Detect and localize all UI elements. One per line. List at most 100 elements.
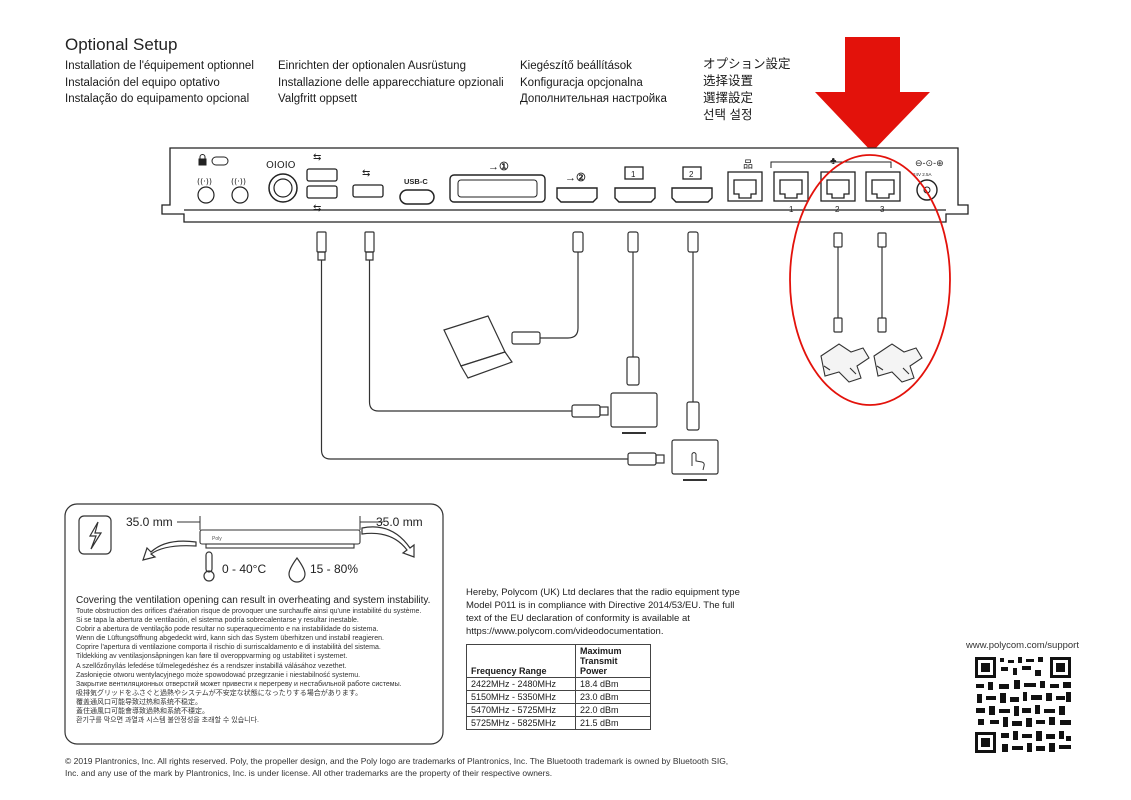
translation-hu: Kiegészítő beállítások: [520, 60, 632, 72]
table-mic-1-icon: [820, 343, 870, 383]
svg-text:2: 2: [689, 170, 694, 179]
footer: © 2019 Plantronics, Inc. All rights rese…: [65, 755, 728, 779]
translation-fr: Installation de l'équipement optionnel: [65, 60, 254, 72]
lan-label-2: 2: [835, 205, 840, 214]
translation-no: Valgfritt oppsett: [278, 93, 358, 105]
highlight-arrow-icon: [815, 37, 930, 152]
device-side-view: [199, 529, 361, 549]
audio-in-icon: ((·)): [231, 177, 246, 186]
airflow-out-icon: [142, 540, 197, 561]
audio-in-jack: [231, 186, 249, 204]
warning-ja: 吸排気グリッドをふさぐと過熱やシステムが不安定な状態になったりする場合があります…: [76, 689, 363, 697]
header-power: Maximum Transmit Power: [575, 644, 651, 678]
humidity-range: 15 - 80%: [310, 562, 358, 576]
hdmi-cable-laptop: [511, 231, 584, 345]
usb-port: [352, 184, 384, 198]
translation-zh-cn: 选择设置: [703, 74, 754, 88]
table-mic-2-icon: [873, 343, 923, 383]
table-row: 5470MHz - 5725MHz 22.0 dBm: [466, 703, 651, 717]
power-cell: 23.0 dBm: [575, 690, 651, 704]
power-port: [916, 179, 938, 201]
camera-port-icon: OIOIO: [266, 160, 296, 171]
warning-ru: Закрытие вентиляционных отверстий может …: [76, 680, 402, 688]
thermometer-icon: [203, 551, 215, 582]
right-clearance: 35.0 mm: [376, 515, 423, 529]
mic-cable-2: [877, 232, 887, 333]
warning-zh-cn: 覆盖通风口可能导致过热和系统不稳定。: [76, 698, 202, 706]
mic-port-3: [865, 171, 901, 202]
left-clearance: 35.0 mm: [126, 515, 173, 529]
table-header-row: Frequency Range Maximum Transmit Power: [466, 644, 651, 678]
monitor-2-icon: [682, 166, 702, 180]
ventilation-panel: [64, 503, 444, 745]
device-back-panel: [161, 147, 969, 223]
frequency-cell: 5150MHz - 5350MHz: [466, 690, 576, 704]
power-rating: 24V 2.5A: [913, 172, 932, 177]
touch-monitor-icon: [671, 439, 719, 481]
warning-ko: 환기구를 막으면 과열과 시스템 불안정성을 초래할 수 있습니다.: [76, 717, 259, 725]
warning-hu: A szellőzőnyílás lefedése túlmelegedéshe…: [76, 662, 347, 670]
hdmi-cable-monitor-2: [686, 231, 700, 431]
translation-pl: Konfiguracja opcjonalna: [520, 76, 643, 89]
table-row: 2422MHz - 2480MHz 18.4 dBm: [466, 677, 651, 691]
power-polarity-icon: ⊖-⊙-⊕: [915, 158, 944, 168]
usbc-label: USB-C: [404, 177, 428, 186]
camera-input-port: [449, 174, 546, 203]
hdmi-out-1-port: [614, 187, 656, 203]
warning-no: Tildekking av ventilasjonsåpningen kan f…: [76, 653, 348, 661]
declaration-line-3: text of the EU declaration of conformity…: [466, 613, 690, 624]
heat-warning-icon: [78, 515, 112, 555]
mic-cable-1: [833, 232, 843, 333]
translation-ru: Дополнительная настройка: [520, 93, 667, 105]
lan-port: [727, 171, 763, 202]
footer-line-1: © 2019 Plantronics, Inc. All rights rese…: [65, 756, 729, 766]
footer-line-2: Inc. and any use of the mark by Plantron…: [65, 768, 553, 778]
warning-de: Wenn die Lüftungsöffnung abgedeckt wird,…: [76, 635, 384, 643]
hdmi-out-2-port: [671, 187, 713, 203]
security-slot: [211, 156, 229, 166]
audio-out-jack: [197, 186, 215, 204]
mic-icon: ♣: [830, 156, 837, 167]
declaration-line-2: Model P011 is in compliance with Directi…: [466, 600, 735, 611]
warning-pt: Cobrir a abertura de ventilação pode res…: [76, 626, 379, 634]
humidity-icon: [288, 556, 306, 583]
monitor-1-icon: [624, 166, 644, 180]
monitor-icon: [610, 392, 658, 434]
lan-label-3: 3: [880, 205, 885, 214]
translation-ko: 선택 설정: [703, 108, 753, 122]
translation-es: Instalación del equipo optativo: [65, 76, 220, 89]
warning-es: Si se tapa la abertura de ventilación, e…: [76, 617, 359, 625]
translation-ja: オプション設定: [703, 57, 791, 71]
usb-port-bottom: [306, 185, 338, 199]
header-frequency: Frequency Range: [466, 644, 576, 678]
translation-zh-tw: 選擇設定: [703, 91, 754, 105]
table-row: 5150MHz - 5350MHz 23.0 dBm: [466, 690, 651, 704]
usb-icon: ⇆: [362, 168, 370, 179]
lan-label-1: 1: [789, 205, 794, 214]
lock-icon: [198, 154, 207, 166]
qr-code: [975, 657, 1071, 753]
usb-port-top: [306, 168, 338, 182]
highlight-circle: [789, 154, 951, 406]
power-cell: 18.4 dBm: [575, 677, 651, 691]
warning-zh-tw: 蓋住通風口可能會導致過熱和系統不穩定。: [76, 708, 209, 716]
declaration-line-1: Hereby, Polycom (UK) Ltd declares that t…: [466, 587, 740, 598]
frequency-table: Frequency Range Maximum Transmit Power 2…: [466, 644, 651, 730]
usb-icon-top: ⇆: [313, 152, 321, 163]
translation-de: Einrichten der optionalen Ausrüstung: [278, 60, 466, 72]
camera-port: [268, 173, 298, 203]
ventilation-warning-translations: Toute obstruction des orifices d'aératio…: [76, 607, 421, 725]
declaration-line-4: https://www.polycom.com/videodocumentati…: [466, 626, 664, 637]
table-row: 5725MHz - 5825MHz 21.5 dBm: [466, 716, 651, 730]
warning-pl: Zasłonięcie otworu wentylacyjnego może s…: [76, 671, 361, 679]
frequency-cell: 5725MHz - 5825MHz: [466, 716, 576, 730]
hdmi-in-icon: →②: [565, 172, 586, 184]
frequency-cell: 2422MHz - 2480MHz: [466, 677, 576, 691]
translation-pt: Instalação do equipamento opcional: [65, 93, 250, 105]
mic-port-1: [773, 171, 809, 202]
usb-cable-touch: [316, 231, 665, 466]
usb-icon-bottom: ⇆: [313, 203, 321, 214]
frequency-cell: 5470MHz - 5725MHz: [466, 703, 576, 717]
warning-it: Coprire l'apertura di ventilazione compo…: [76, 644, 381, 652]
